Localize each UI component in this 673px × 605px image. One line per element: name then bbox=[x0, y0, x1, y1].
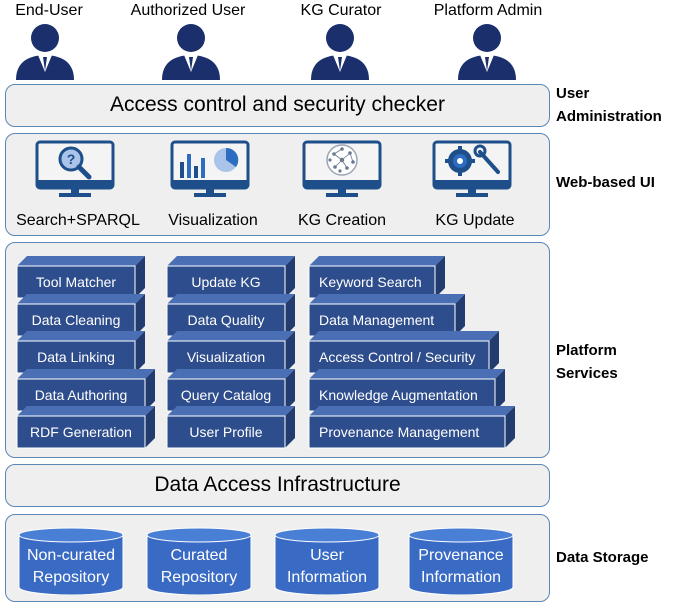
user-label-kg-curator: KG Curator bbox=[300, 2, 382, 19]
platform-services-label-1: Platform bbox=[556, 342, 617, 359]
visualization-monitor-icon bbox=[170, 140, 250, 197]
user-label-end-user: End-User bbox=[15, 2, 83, 19]
kg-creation-label: KG Creation bbox=[297, 212, 387, 229]
data-access-label: Data Access Infrastructure bbox=[154, 473, 401, 496]
service-box-data-management: Data Management bbox=[308, 294, 465, 346]
database-cylinder-icon bbox=[408, 527, 514, 595]
service-box-data-linking: Data Linking bbox=[16, 331, 145, 383]
service-box-label: Data Authoring bbox=[34, 387, 128, 403]
service-box-data-authoring: Data Authoring bbox=[16, 369, 155, 421]
service-box-label: Data Management bbox=[319, 312, 435, 328]
service-box-shape bbox=[166, 331, 295, 374]
access-control-bar: Access control and security checker bbox=[5, 84, 550, 127]
user-label-platform-admin: Platform Admin bbox=[433, 2, 543, 19]
storage-label: User Information bbox=[286, 547, 368, 586]
data-storage-label: Data Storage bbox=[556, 549, 649, 566]
search-sparql-label: Search+SPARQL bbox=[16, 212, 140, 229]
storage-cylinder-non-curated-repository: Non-curated Repository bbox=[18, 527, 124, 595]
svg-text:?: ? bbox=[67, 151, 76, 167]
web-ui-label: Web-based UI bbox=[556, 174, 655, 191]
service-box-label: Visualization bbox=[186, 349, 266, 365]
service-box-label: Provenance Management bbox=[319, 424, 480, 440]
service-box-label: Access Control / Security bbox=[319, 349, 476, 365]
service-box-knowledge-augmentation: Knowledge Augmentation bbox=[308, 369, 505, 421]
platform-admin-icon bbox=[458, 24, 516, 80]
database-cylinder-icon bbox=[274, 527, 380, 595]
service-box-label: User Profile bbox=[189, 424, 263, 440]
service-box-data-quality: Data Quality bbox=[166, 294, 295, 346]
service-box-shape bbox=[166, 294, 295, 337]
end-user-icon bbox=[16, 24, 74, 80]
service-box-user-profile: User Profile bbox=[166, 406, 295, 458]
kg-curator-icon bbox=[311, 24, 369, 80]
service-box-label: Update KG bbox=[191, 274, 261, 290]
database-cylinder-icon bbox=[146, 527, 252, 595]
data-access-bar: Data Access Infrastructure bbox=[5, 464, 550, 507]
service-box-tool-matcher: Tool Matcher bbox=[16, 256, 145, 308]
service-box-shape bbox=[16, 294, 145, 337]
service-box-shape bbox=[308, 406, 515, 449]
service-box-label: Query Catalog bbox=[180, 387, 272, 403]
database-cylinder-icon bbox=[18, 527, 124, 595]
service-box-rdf-generation: RDF Generation bbox=[16, 406, 155, 458]
storage-label: Provenance Information bbox=[418, 547, 504, 586]
search-monitor-icon: ? bbox=[35, 140, 115, 197]
kg-update-monitor-icon bbox=[432, 140, 512, 197]
user-label-authorized-user: Authorized User bbox=[130, 2, 246, 19]
service-box-shape bbox=[166, 406, 295, 449]
service-box-shape bbox=[308, 369, 505, 412]
service-box-provenance-management: Provenance Management bbox=[308, 406, 515, 458]
kg-update-label: KG Update bbox=[435, 212, 515, 229]
storage-label: Non-curated Repository bbox=[26, 547, 116, 586]
service-box-label: Keyword Search bbox=[319, 274, 422, 290]
service-box-shape bbox=[308, 294, 465, 337]
service-box-shape bbox=[308, 331, 499, 374]
authorized-user-icon bbox=[162, 24, 220, 80]
service-box-data-cleaning: Data Cleaning bbox=[16, 294, 145, 346]
visualization-label: Visualization bbox=[168, 212, 258, 229]
kg-creation-monitor-icon bbox=[302, 140, 382, 197]
service-box-shape bbox=[166, 256, 295, 299]
service-box-label: Data Cleaning bbox=[31, 312, 121, 328]
service-box-label: Data Quality bbox=[187, 312, 265, 328]
service-box-label: Data Linking bbox=[37, 349, 115, 365]
service-box-label: Tool Matcher bbox=[35, 274, 117, 290]
user-administration-label-2: Administration bbox=[556, 108, 662, 125]
platform-services-label-2: Services bbox=[556, 365, 618, 382]
storage-cylinder-user-information: User Information bbox=[274, 527, 380, 595]
user-administration-label-1: User bbox=[556, 85, 590, 102]
storage-cylinder-curated-repository: Curated Repository bbox=[146, 527, 252, 595]
service-box-visualization: Visualization bbox=[166, 331, 295, 383]
service-box-label: Knowledge Augmentation bbox=[319, 387, 478, 403]
service-box-shape bbox=[16, 256, 145, 299]
service-box-shape bbox=[16, 406, 155, 449]
service-box-update-kg: Update KG bbox=[166, 256, 295, 308]
service-box-label: RDF Generation bbox=[30, 424, 132, 440]
storage-label: Curated Repository bbox=[160, 547, 238, 586]
access-control-label: Access control and security checker bbox=[110, 93, 445, 116]
service-box-access-control-security: Access Control / Security bbox=[308, 331, 499, 383]
service-box-shape bbox=[16, 331, 145, 374]
storage-cylinder-provenance-information: Provenance Information bbox=[408, 527, 514, 595]
